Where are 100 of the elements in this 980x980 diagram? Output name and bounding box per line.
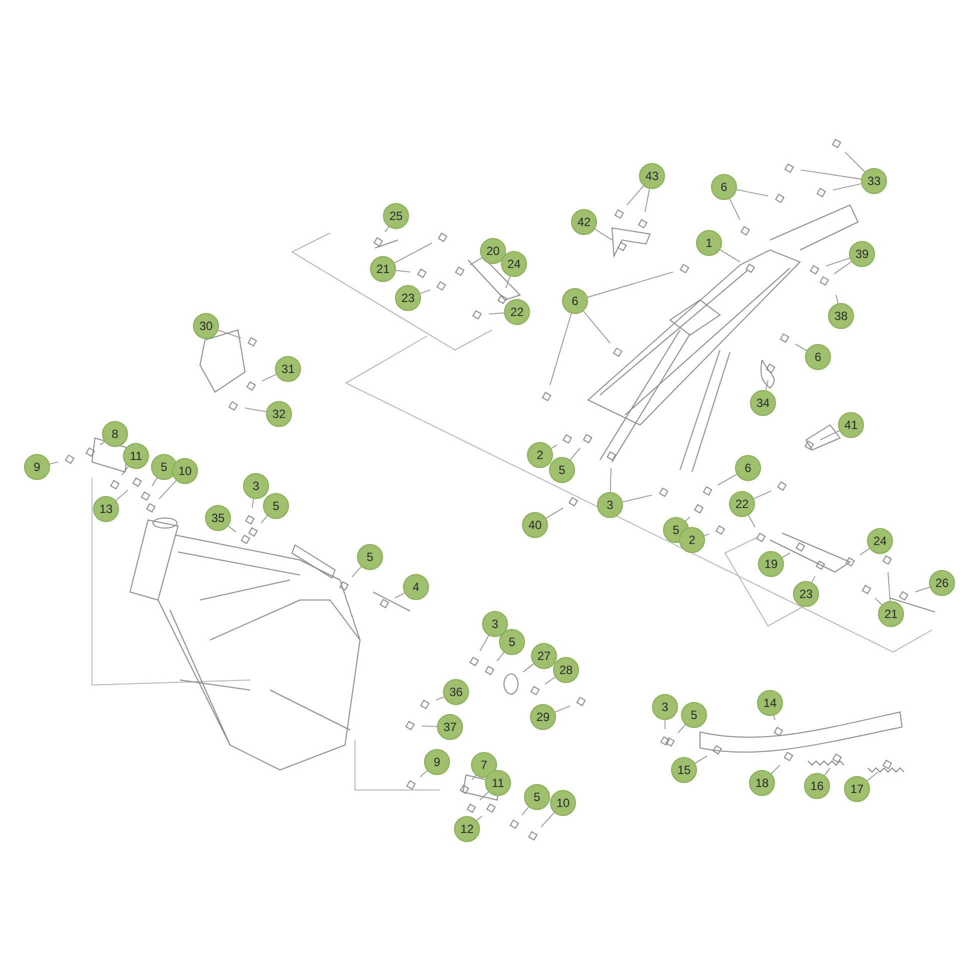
leader-line xyxy=(694,756,708,764)
callout-number: 34 xyxy=(750,390,776,416)
leader-line xyxy=(152,478,158,486)
callout-number: 23 xyxy=(793,581,819,607)
leader-line xyxy=(49,462,58,464)
leader-line xyxy=(158,480,177,500)
callout-number: 14 xyxy=(757,690,783,716)
callout-number: 23 xyxy=(395,285,421,311)
leader-line xyxy=(610,468,612,492)
callout-number: 40 xyxy=(522,512,548,538)
callout-number: 5 xyxy=(524,784,550,810)
callout-number: 38 xyxy=(828,303,854,329)
callout-number: 10 xyxy=(550,790,576,816)
leader-line xyxy=(736,189,768,196)
callout-number: 20 xyxy=(480,238,506,264)
leader-line xyxy=(718,474,738,486)
callout-number: 28 xyxy=(553,657,579,683)
leader-line xyxy=(888,572,890,602)
callout-number: 9 xyxy=(24,454,50,480)
leader-line xyxy=(436,696,444,700)
callout-number: 27 xyxy=(531,643,557,669)
callout-number: 2 xyxy=(679,527,705,553)
leader-line xyxy=(704,534,710,536)
leader-line xyxy=(544,676,556,684)
leader-line xyxy=(522,663,534,672)
callout-number: 2 xyxy=(527,442,553,468)
callout-number: 13 xyxy=(93,496,119,522)
leader-line xyxy=(252,498,254,508)
callout-number: 33 xyxy=(861,168,887,194)
callout-number: 5 xyxy=(151,454,177,480)
leader-line xyxy=(914,586,930,592)
callout-number: 7 xyxy=(471,752,497,778)
leader-line xyxy=(678,724,686,734)
leader-line xyxy=(826,258,850,266)
callout-number: 6 xyxy=(735,455,761,481)
callout-number: 21 xyxy=(370,256,396,282)
callout-number: 30 xyxy=(193,313,219,339)
callout-number: 3 xyxy=(597,492,623,518)
leader-line xyxy=(122,466,129,476)
leader-line xyxy=(820,430,840,440)
leader-line xyxy=(472,774,476,780)
leader-line xyxy=(115,490,128,501)
leader-line xyxy=(622,494,652,502)
callout-number: 37 xyxy=(437,714,463,740)
leader-line xyxy=(384,226,390,232)
callout-number: 39 xyxy=(849,241,875,267)
leader-line xyxy=(729,198,740,220)
leader-line xyxy=(836,294,838,304)
leader-line xyxy=(394,242,432,264)
callout-number: 24 xyxy=(501,251,527,277)
leader-line xyxy=(496,652,504,662)
callout-number: 5 xyxy=(681,702,707,728)
leader-line xyxy=(626,185,644,206)
leader-line xyxy=(546,508,564,519)
leader-line xyxy=(832,183,862,190)
leader-line xyxy=(550,313,572,386)
callout-number: 41 xyxy=(838,412,864,438)
callout-number: 18 xyxy=(749,770,775,796)
leader-line xyxy=(834,261,852,274)
leader-line xyxy=(753,490,772,500)
leader-line xyxy=(570,448,580,460)
callout-number: 22 xyxy=(729,491,755,517)
leader-line xyxy=(260,515,268,524)
leader-line xyxy=(720,249,740,262)
leader-line xyxy=(420,290,430,294)
leader-line xyxy=(480,792,489,800)
callout-number: 11 xyxy=(123,443,149,469)
leader-line xyxy=(824,768,830,776)
leader-line xyxy=(860,548,870,556)
leader-line xyxy=(470,257,482,266)
callout-number: 19 xyxy=(758,551,784,577)
callout-number: 22 xyxy=(504,299,530,325)
leader-line xyxy=(782,552,790,558)
leader-line xyxy=(480,634,490,652)
leader-line xyxy=(506,276,510,288)
leader-line xyxy=(794,344,808,351)
callout-number: 3 xyxy=(652,694,678,720)
leader-line xyxy=(262,374,277,382)
leader-line xyxy=(396,270,410,272)
callout-number: 35 xyxy=(205,505,231,531)
leader-line xyxy=(100,441,105,446)
leader-line xyxy=(582,310,610,344)
callout-number: 4 xyxy=(403,574,429,600)
leader-line xyxy=(394,592,405,598)
callout-number: 31 xyxy=(275,356,301,382)
callout-number: 43 xyxy=(639,163,665,189)
leader-line xyxy=(866,772,878,782)
leader-line xyxy=(874,598,882,606)
leader-line xyxy=(422,726,438,727)
callout-number: 6 xyxy=(805,344,831,370)
callout-number: 3 xyxy=(482,611,508,637)
callout-number: 24 xyxy=(867,528,893,554)
leader-line xyxy=(685,516,690,522)
callout-number: 16 xyxy=(804,773,830,799)
callout-number: 3 xyxy=(243,473,269,499)
leader-line xyxy=(352,566,362,578)
leader-line xyxy=(218,330,242,338)
callout-number: 17 xyxy=(844,776,870,802)
leader-line xyxy=(770,764,780,774)
leader-line xyxy=(765,380,768,391)
